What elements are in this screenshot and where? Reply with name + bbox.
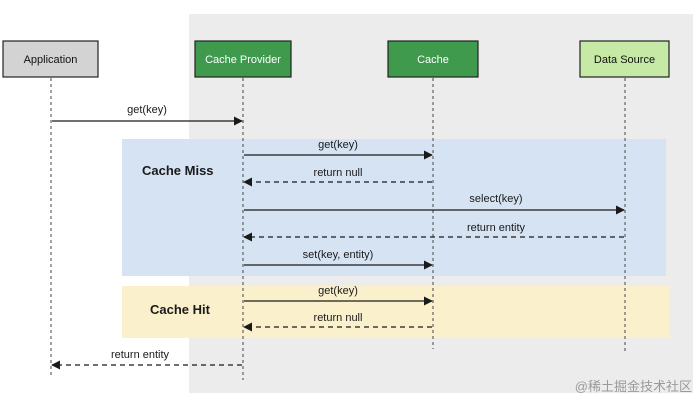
participant-cache-provider: Cache Provider	[194, 40, 292, 78]
message-label-2: get(key)	[318, 139, 358, 151]
message-label-7: get(key)	[318, 285, 358, 297]
participant-application: Application	[2, 40, 99, 78]
message-label-8: return null	[314, 312, 363, 324]
cache-hit-label: Cache Hit	[150, 302, 211, 317]
message-label-4: select(key)	[469, 193, 522, 205]
message-label-9: return entity	[111, 349, 170, 361]
participant-label: Cache Provider	[205, 54, 281, 66]
message-label-3: return null	[314, 167, 363, 179]
message-label-1: get(key)	[127, 104, 167, 116]
participant-label: Data Source	[594, 54, 655, 66]
participant-cache: Cache	[387, 40, 479, 78]
participant-label: Cache	[417, 54, 449, 66]
participant-label: Application	[24, 54, 78, 66]
participant-data-source: Data Source	[579, 40, 670, 78]
message-label-6: set(key, entity)	[303, 249, 374, 261]
cache-miss-label: Cache Miss	[142, 163, 214, 178]
message-label-5: return entity	[467, 222, 526, 234]
watermark: @稀土掘金技术社区	[575, 379, 692, 394]
cache-hit-region	[122, 286, 670, 338]
cache-miss-region	[122, 139, 666, 276]
